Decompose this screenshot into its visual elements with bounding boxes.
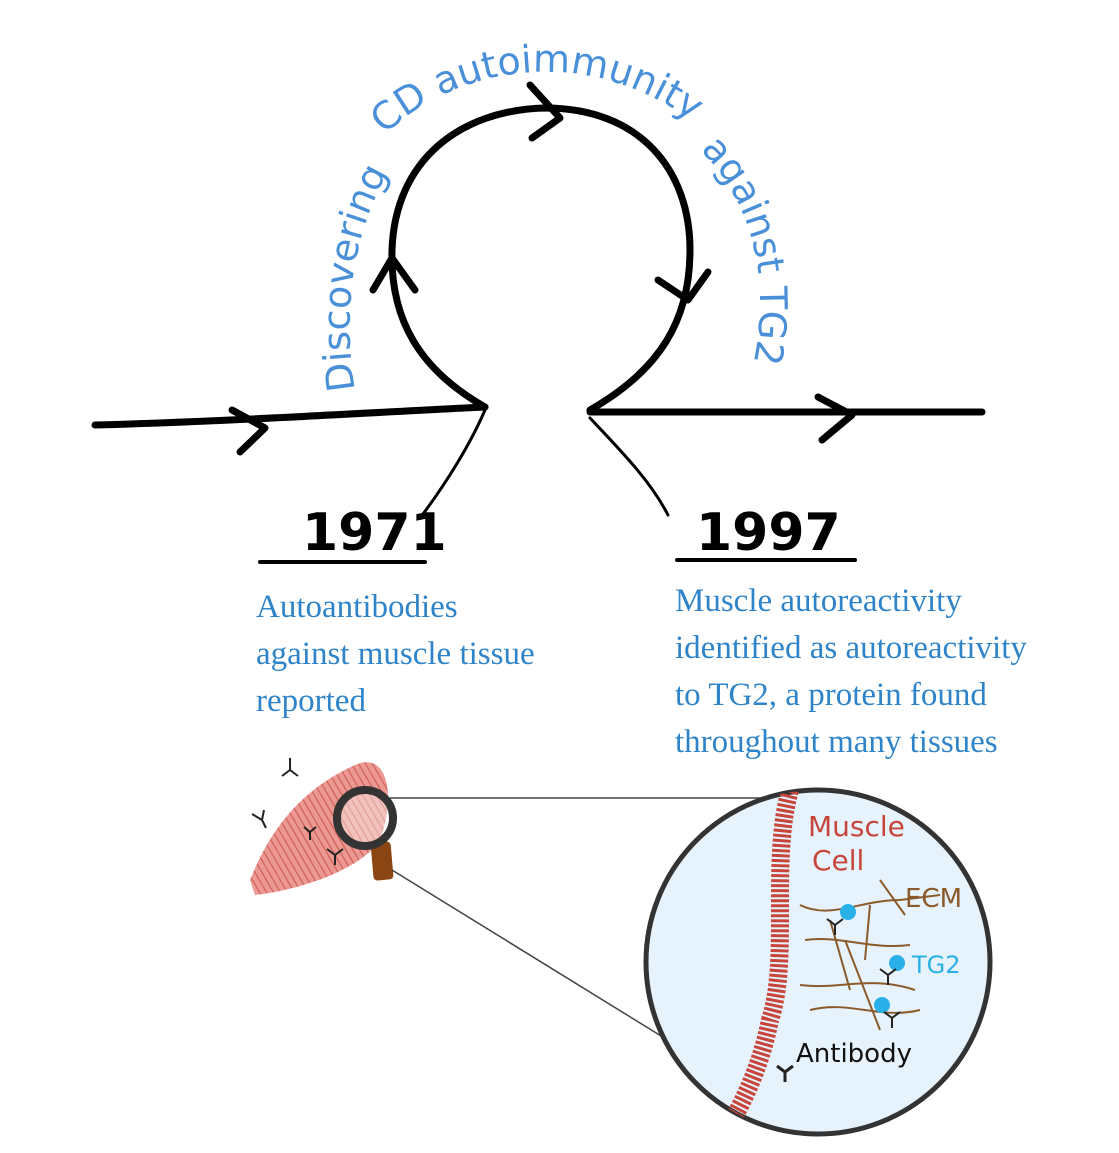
pointer-1997: [588, 416, 670, 517]
loop-label-right: against TG2: [694, 127, 796, 369]
pointer-1971: [418, 408, 487, 520]
cell-label: Cell: [812, 844, 864, 877]
arrow-loop-down-icon: [654, 268, 712, 304]
cell-membrane: [712, 790, 799, 1134]
arrowheads: [228, 81, 856, 456]
bound-antibodies: [826, 918, 901, 1028]
tg2-proteins: [840, 904, 905, 1013]
tg2-label: TG2: [911, 951, 961, 979]
antibody-legend-icon: [776, 1064, 794, 1082]
year-1997: 1997: [696, 503, 841, 563]
timeline: [91, 104, 986, 429]
arrow-loop-up-icon: [369, 254, 419, 294]
ecm-label: ECM: [905, 884, 962, 914]
arrow-right-icon: [814, 393, 856, 444]
caption-line: reported: [256, 683, 366, 719]
zoom-lines: [390, 797, 790, 1061]
caption-line: to TG2, a protein found: [675, 677, 987, 713]
ecm-fibers: [799, 879, 941, 1031]
event-1997-caption: Muscle autoreactivity identified as auto…: [675, 578, 1027, 766]
caption-line: identified as autoreactivity: [675, 630, 1027, 666]
timeline-loop: [388, 104, 694, 414]
caption-line: throughout many tissues: [675, 724, 998, 760]
caption-line: Muscle autoreactivity: [675, 583, 962, 619]
caption-line: Autoantibodies: [256, 589, 458, 625]
caption-line: against muscle tissue: [256, 636, 535, 672]
magnifier-icon: [333, 786, 397, 850]
year-pointers: [418, 408, 670, 520]
antibody-label: Antibody: [796, 1039, 912, 1069]
inset-zoom: Muscle Cell ECM TG2 Antibody: [643, 787, 993, 1137]
muscle-label: Muscle: [808, 810, 905, 843]
year-1971: 1971: [302, 503, 447, 563]
timeline-left-line: [91, 403, 489, 429]
magnifier-handle-icon: [370, 841, 394, 881]
arrow-left-icon: [228, 406, 269, 456]
muscle-tissue: [250, 758, 397, 895]
tissue-antibodies: [251, 758, 344, 865]
event-1971-caption: Autoantibodies against muscle tissue rep…: [256, 584, 535, 725]
loop-label: Discovering CD autoimmunity against TG2: [315, 36, 796, 394]
arrow-loop-top-icon: [526, 81, 564, 142]
